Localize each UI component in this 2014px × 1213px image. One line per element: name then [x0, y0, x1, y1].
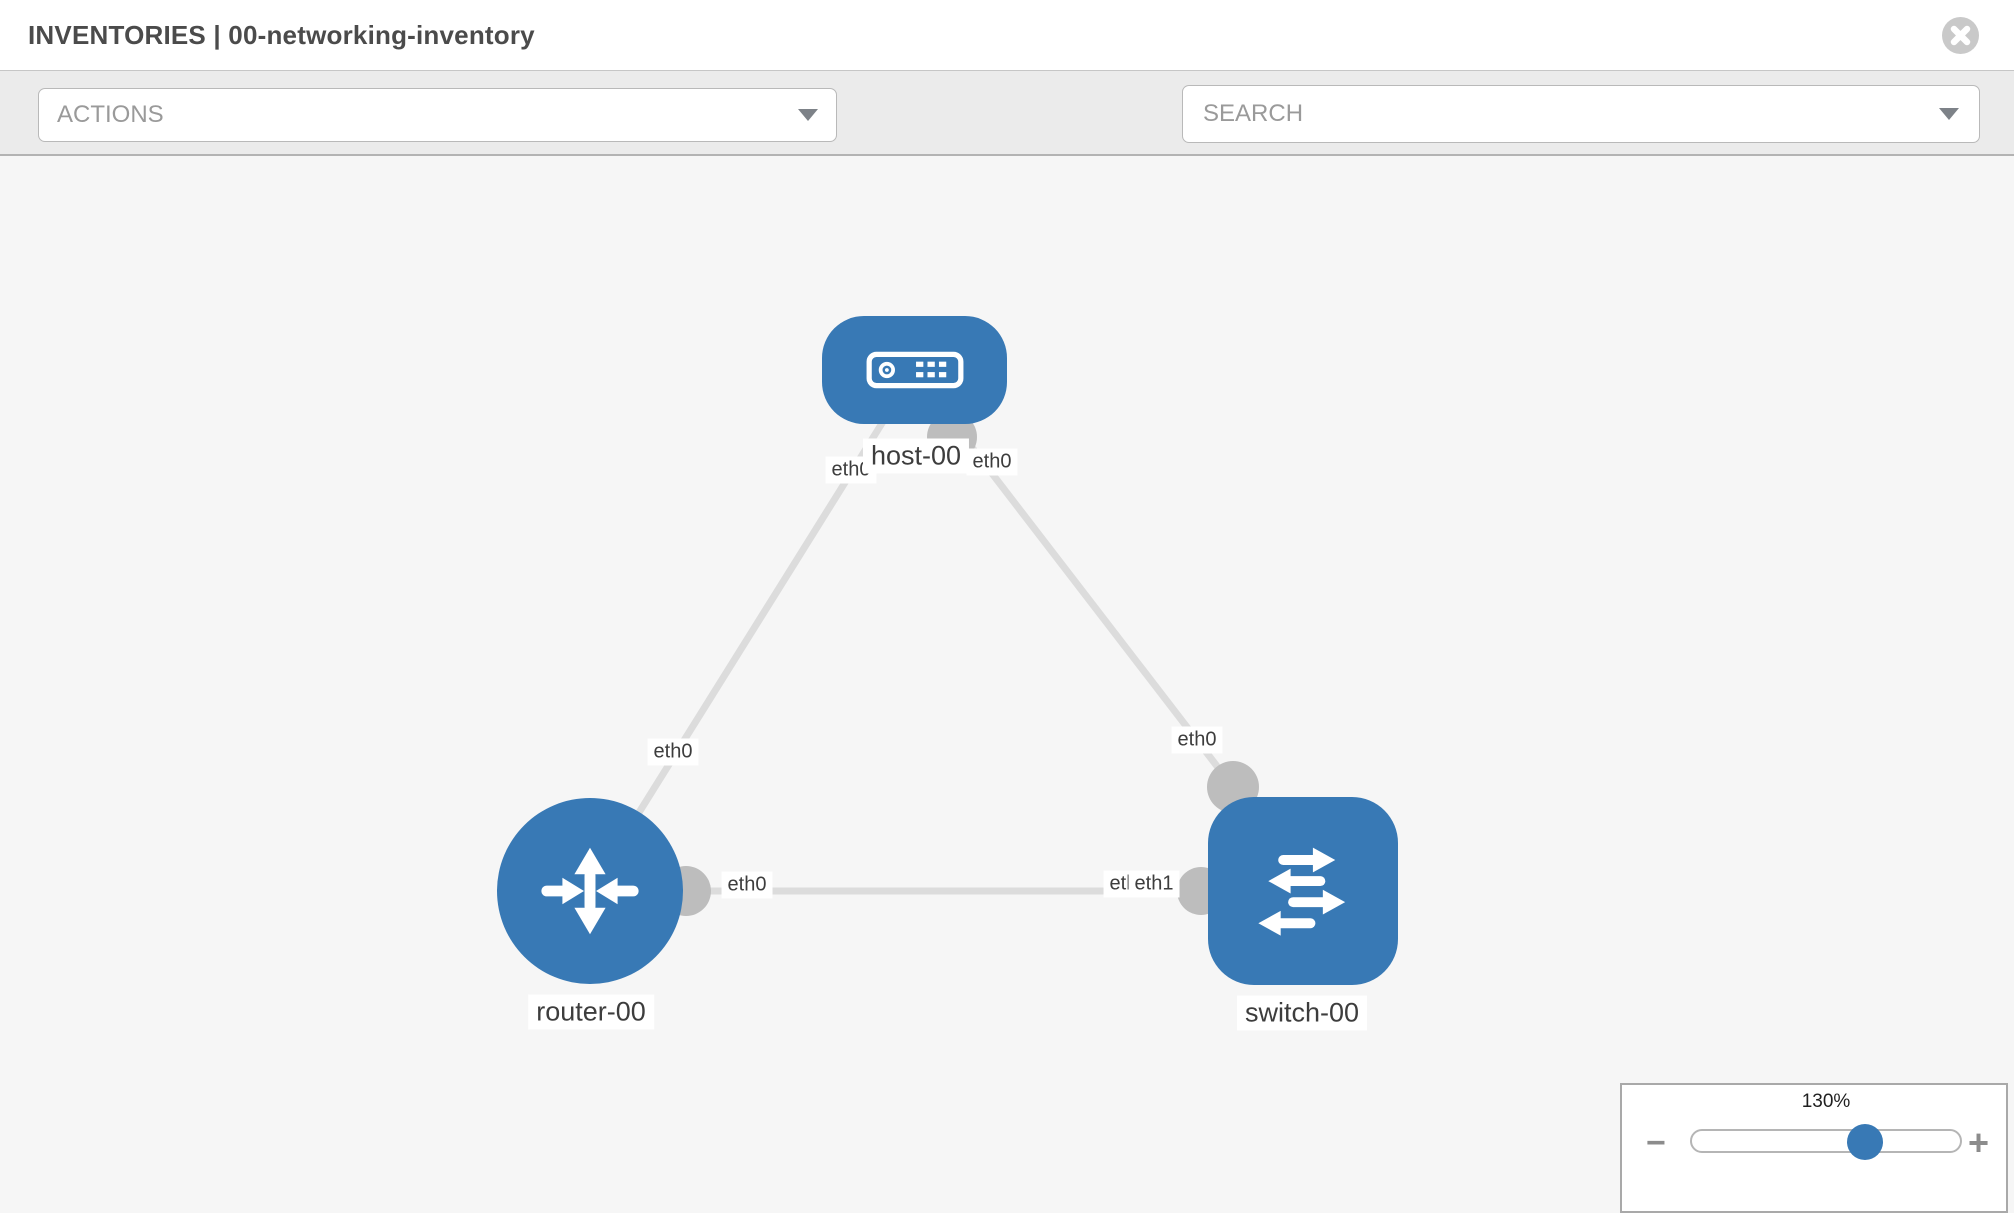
zoom-level-value: 130%: [1801, 1091, 1851, 1112]
node-label-router-00: router-00: [528, 994, 654, 1030]
search-input[interactable]: [1203, 100, 1939, 128]
node-switch-00[interactable]: [1208, 797, 1398, 985]
zoom-slider-thumb[interactable]: [1847, 1124, 1883, 1160]
zoom-slider-track[interactable]: [1690, 1129, 1962, 1153]
node-host-00[interactable]: [822, 316, 1007, 424]
interface-label: eth0: [825, 456, 877, 484]
search-dropdown[interactable]: [1182, 85, 1980, 143]
node-label-switch-00: switch-00: [1236, 995, 1368, 1031]
links-layer: [587, 369, 1259, 916]
node-label-host-00: host-00: [862, 438, 970, 474]
chevron-down-icon: [798, 109, 818, 121]
zoom-in-button[interactable]: +: [1968, 1122, 1990, 1163]
page-title: INVENTORIES | 00-networking-inventory: [28, 20, 535, 50]
close-button[interactable]: [1942, 17, 1979, 54]
zoom-control-panel: 130% − +: [1620, 1083, 2008, 1213]
actions-dropdown-label: ACTIONS: [57, 101, 164, 128]
interface-label: eth0: [647, 738, 699, 766]
interface-label: eth0: [721, 871, 773, 899]
interface-label: eth0: [1171, 726, 1223, 754]
header: INVENTORIES | 00-networking-inventory: [0, 0, 2014, 70]
zoom-out-button[interactable]: −: [1646, 1121, 1666, 1165]
node-router-00[interactable]: [497, 798, 683, 984]
interface-label: eth1: [1128, 870, 1180, 898]
actions-dropdown[interactable]: ACTIONS: [38, 88, 837, 142]
router-arrows-icon: [541, 847, 639, 935]
link-host-switch: [911, 369, 1236, 790]
topology-canvas[interactable]: eth0 host-00 eth0 eth0 eth0 eth0 eth0 et…: [0, 158, 2014, 1213]
switch-arrows-icon: [1258, 847, 1346, 936]
toolbar: ACTIONS: [0, 70, 2014, 204]
interface-label: eth0: [966, 448, 1018, 476]
chevron-down-icon: [1939, 108, 1959, 120]
server-icon: [866, 351, 963, 389]
close-icon: [1950, 25, 1971, 46]
